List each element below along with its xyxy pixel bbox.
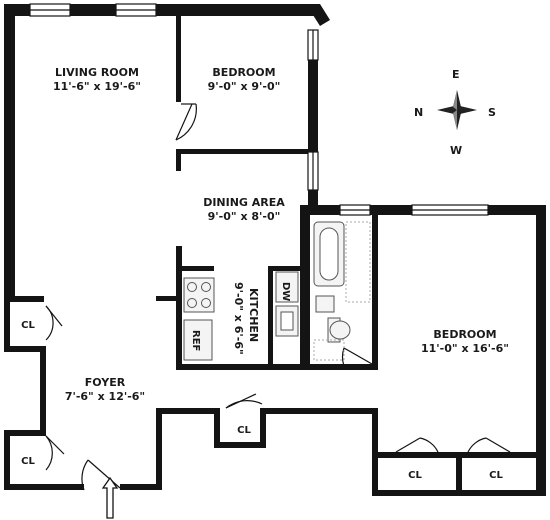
kitchen-fixtures [183, 271, 299, 361]
kitchen-name: KITCHEN [247, 288, 260, 342]
compass-label-e: E [452, 68, 460, 81]
closet-label-foyer: CL [21, 456, 35, 467]
small-bedroom-name: BEDROOM [212, 66, 275, 79]
doors [45, 103, 511, 491]
refrigerator-label: REF [190, 330, 201, 351]
entry-arrow-icon [101, 476, 119, 519]
dining-area-size: 9'-0" x 8'-0" [208, 210, 281, 223]
living-room-size: 11'-6" x 19'-6" [53, 80, 141, 93]
foyer-name: FOYER [85, 376, 126, 389]
compass-label-n: N [414, 106, 423, 119]
foyer-size: 7'-6" x 12'-6" [65, 390, 145, 403]
closet-label-living: CL [21, 320, 35, 331]
compass-label-w: W [450, 144, 462, 157]
bathroom-fixtures [313, 221, 371, 361]
kitchen-size: 9'-0" x 6'-6" [232, 282, 245, 355]
compass-label-s: S [488, 106, 496, 119]
closet-label-bedroom-right: CL [489, 470, 503, 481]
dining-area-name: DINING AREA [203, 196, 285, 209]
dishwasher-label: DW [280, 282, 291, 301]
windows [29, 3, 489, 216]
large-bedroom-size: 11'-0" x 16'-6" [421, 342, 509, 355]
large-bedroom-name: BEDROOM [433, 328, 496, 341]
living-room-name: LIVING ROOM [55, 66, 139, 79]
closet-label-bedroom-left: CL [408, 470, 422, 481]
small-bedroom-size: 9'-0" x 9'-0" [208, 80, 281, 93]
compass-icon [437, 90, 477, 130]
closet-label-entry: CL [237, 425, 251, 436]
